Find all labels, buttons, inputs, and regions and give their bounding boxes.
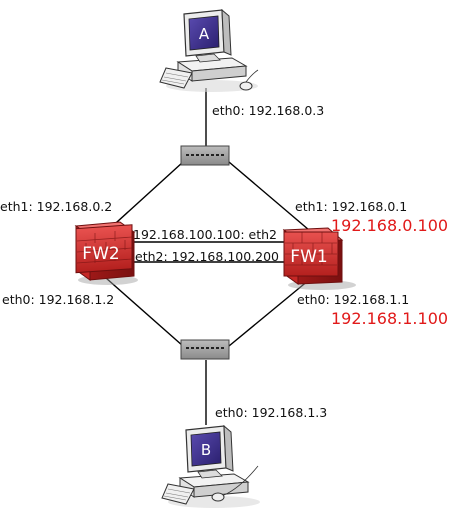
fw2-eth0-label: eth0: 192.168.1.2: [2, 292, 114, 307]
fw1-name: FW1: [290, 247, 327, 267]
switch-icon: [180, 339, 230, 360]
switch-icon: [180, 145, 230, 166]
host-b-name: B: [201, 441, 211, 459]
fw1-eth2-label: 192.168.100.100: eth2: [133, 227, 277, 242]
workstation-icon: B: [161, 424, 260, 508]
fw1-eth0-label: eth0: 192.168.1.1: [297, 292, 409, 307]
firewall-icon: FW1: [282, 227, 356, 290]
host-b-eth0-label: eth0: 192.168.1.3: [215, 405, 327, 420]
fw2-eth2-label: eth2: 192.168.100.200: [135, 249, 279, 264]
links: [105, 88, 310, 425]
link-fw2-bottom-switch: [105, 277, 184, 347]
fw2-eth1-label: eth1: 192.168.0.2: [0, 199, 112, 214]
fw2-name: FW2: [82, 244, 119, 264]
link-fw1-bottom-switch: [228, 279, 310, 347]
fw1-eth1-label: eth1: 192.168.0.1: [295, 199, 407, 214]
link-top-switch-fw2: [105, 161, 184, 233]
link-top-switch-fw1: [228, 161, 310, 231]
workstation-icon: A: [159, 8, 259, 92]
fw1-virtual-ip-bottom: 192.168.1.100: [331, 309, 448, 328]
host-a-eth0-label: eth0: 192.168.0.3: [212, 103, 324, 118]
fw1-virtual-ip-top: 192.168.0.100: [331, 216, 448, 235]
firewall-icon: FW2: [74, 221, 138, 285]
host-a-name: A: [199, 25, 210, 43]
